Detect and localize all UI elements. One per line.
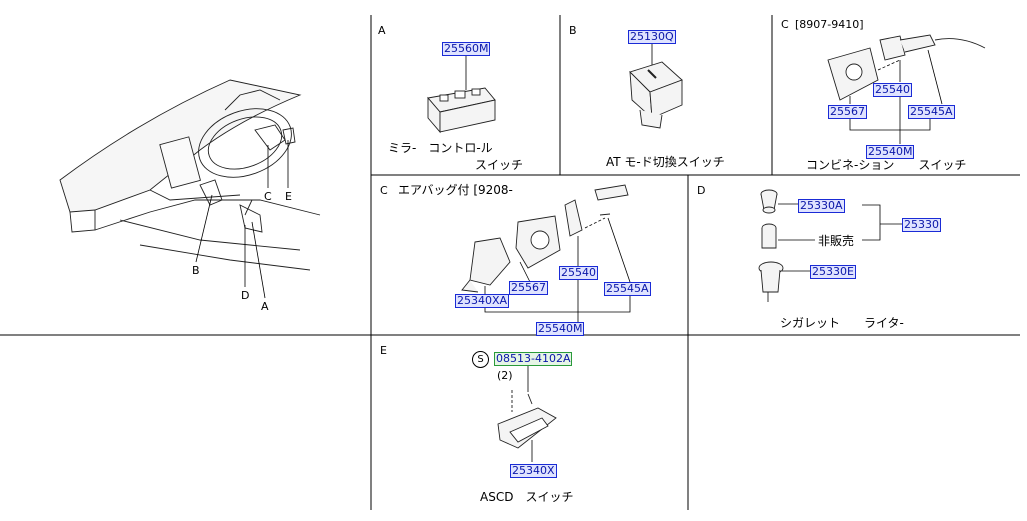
panel-b-letter: B: [569, 24, 577, 37]
panel-e-caption: ASCD スイッチ: [480, 490, 574, 504]
combination-switch-drawing: [827, 34, 986, 101]
panel-a-letter: A: [378, 24, 386, 37]
part-25545A-airbag[interactable]: 25545A: [604, 282, 651, 296]
callout-d: D: [241, 289, 250, 302]
part-25330E[interactable]: 25330E: [810, 265, 856, 279]
part-25540M[interactable]: 25540M: [866, 145, 915, 159]
panel-d-caption: シガレット ライタ-: [780, 316, 904, 330]
part-25540-airbag[interactable]: 25540: [559, 266, 598, 280]
part-25567[interactable]: 25567: [828, 105, 867, 119]
part-25545A[interactable]: 25545A: [908, 105, 955, 119]
panel-d-letter: D: [697, 184, 706, 197]
callout-b: B: [192, 264, 200, 277]
panel-c1-caption: コンビネ-ション スイッチ: [806, 158, 967, 172]
panel-e-letter: E: [380, 344, 387, 357]
callout-a: A: [261, 300, 269, 313]
part-25330[interactable]: 25330: [902, 218, 941, 232]
overview-leader-lines: [195, 140, 289, 299]
c2-leader-lines: [484, 217, 631, 322]
c1-leader-lines: [849, 49, 943, 144]
part-25330A[interactable]: 25330A: [798, 199, 845, 213]
panel-a-caption-line1: ミラ- コントロ-ル: [388, 141, 493, 155]
part-25340X[interactable]: 25340X: [510, 464, 557, 478]
airbag-combination-switch-drawing: [461, 184, 629, 293]
dashboard-overview-drawing: [59, 79, 321, 271]
panel-c2-heading: エアバッグ付 [9208-: [398, 183, 513, 197]
part-25540M-airbag[interactable]: 25540M: [536, 322, 585, 336]
panel-b-caption: AT モ-ド切換スイッチ: [606, 155, 725, 169]
at-mode-switch-drawing: [629, 61, 683, 129]
part-25340XA[interactable]: 25340XA: [455, 294, 510, 308]
callout-c: C: [264, 190, 272, 203]
d-leader-lines: [778, 203, 902, 272]
panel-d-note: 非販売: [818, 234, 855, 248]
ascd-switch-drawing: [497, 393, 557, 449]
panel-grid: [0, 15, 1020, 510]
part-25560M[interactable]: 25560M: [442, 42, 491, 56]
panel-c1-heading: [8907-9410]: [795, 18, 864, 31]
panel-a-caption-line2: スイッチ: [475, 158, 524, 172]
screw-symbol: S: [472, 351, 489, 368]
e-leader-lines: [511, 364, 533, 462]
cigarette-lighter-drawing: [758, 189, 784, 302]
part-25540[interactable]: 25540: [873, 83, 912, 97]
panel-c2-letter: C: [380, 184, 388, 197]
mirror-switch-drawing: [427, 87, 496, 134]
part-25567-airbag[interactable]: 25567: [509, 281, 548, 295]
part-08513-4102A[interactable]: 08513-4102A: [494, 352, 573, 366]
part-25130Q[interactable]: 25130Q: [628, 30, 676, 44]
callout-e: E: [285, 190, 292, 203]
screw-quantity: (2): [497, 369, 513, 382]
panel-c1-letter: C: [781, 18, 789, 31]
